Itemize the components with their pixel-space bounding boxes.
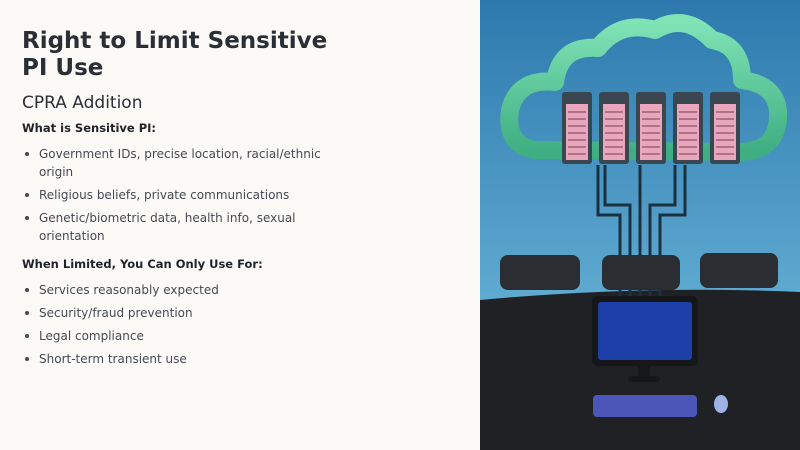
- section-label-limited-use: When Limited, You Can Only Use For:: [22, 257, 263, 271]
- slide-subtitle: CPRA Addition: [22, 93, 143, 113]
- floating-pads: [500, 253, 778, 290]
- sensitive-pi-list: Government IDs, precise location, racial…: [22, 145, 462, 245]
- list-item: Short-term transient use: [22, 350, 329, 368]
- server-racks: [562, 92, 740, 164]
- cloud-servers-illustration: [480, 0, 800, 450]
- mouse: [714, 395, 728, 413]
- section-label-sensitive-pi: What is Sensitive PI:: [22, 121, 157, 135]
- text-column: Right to Limit Sensitive PI Use CPRA Add…: [22, 28, 462, 380]
- rack-slots: [568, 111, 734, 155]
- monitor: [592, 296, 698, 382]
- cloud-shape: [500, 14, 788, 161]
- list-item: Government IDs, precise location, racial…: [22, 145, 329, 181]
- list-item: Services reasonably expected: [22, 281, 329, 299]
- list-item: Genetic/biometric data, health info, sex…: [22, 209, 329, 245]
- list-item: Security/fraud prevention: [22, 304, 329, 322]
- limited-use-list: Services reasonably expected Security/fr…: [22, 281, 462, 368]
- list-item: Legal compliance: [22, 327, 329, 345]
- list-item: Religious beliefs, private communication…: [22, 186, 329, 204]
- slide-title: Right to Limit Sensitive PI Use: [22, 28, 328, 81]
- illustration-svg: [480, 0, 800, 450]
- keyboard: [593, 395, 697, 417]
